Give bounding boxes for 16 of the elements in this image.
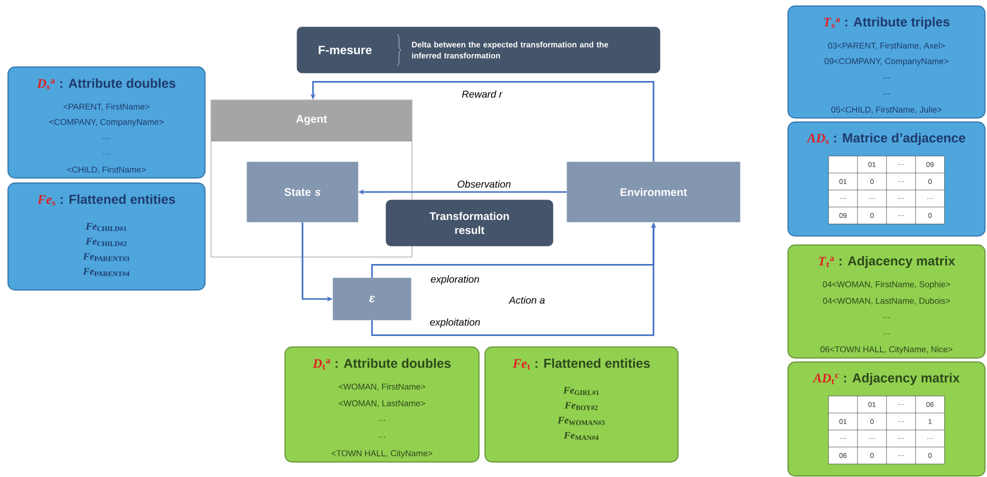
edge-label: exploration — [430, 275, 479, 285]
result-box: Transformation result — [386, 200, 554, 246]
info-card: T$_{t}$a : Adjacency matrix 04<WOMAN, FirstName, Sophie> 04<WOMAN, LastName, Dubois> … … 06<TOWN HALL, CityName, Nice> — [788, 244, 986, 358]
info-card: T$_{s}$a : Attribute triples 03<PARENT, FirstName, Axel> 09<COMPANY, CompanyName> … … 05<CHILD, FirstName, Julie> — [788, 6, 986, 118]
action-label: Action a — [508, 296, 545, 304]
info-card: D$_{t}$a : Attribute doubles <WOMAN, FirstName> <WOMAN, LastName> … … <TOWN HALL, CityName> — [284, 346, 480, 462]
process-box: State s — [246, 162, 358, 222]
info-card: D$_{s}$a : Attribute doubles <PARENT, FirstName> <COMPANY, CompanyName> … … <CHILD, FirstName> — [8, 66, 206, 178]
info-card: Fe$_{t}$ : Flattened entities Fe$_{GIRL#1}$ Fe$_{BOY#2}$ Fe$_{WOMAN#3}$ Fe$_{MAN#4}$ — [484, 346, 678, 462]
metric-box: F-mesure Delta between the expected transformation and the inferred transformation — [296, 26, 660, 74]
epsilon-box: ε — [332, 278, 412, 320]
edge-label: Observation — [458, 180, 510, 188]
edge-label: Reward r — [462, 90, 503, 98]
edge-label: exploitation — [430, 318, 480, 328]
process-box: Environment — [566, 162, 740, 222]
info-card: Fe$_{s}$ : Flattened entities Fe$_{CHILD#1}$ Fe$_{CHILD#2}$ Fe$_{PARENT#3}$ Fe$_{PARENT#4}$ — [8, 182, 206, 290]
